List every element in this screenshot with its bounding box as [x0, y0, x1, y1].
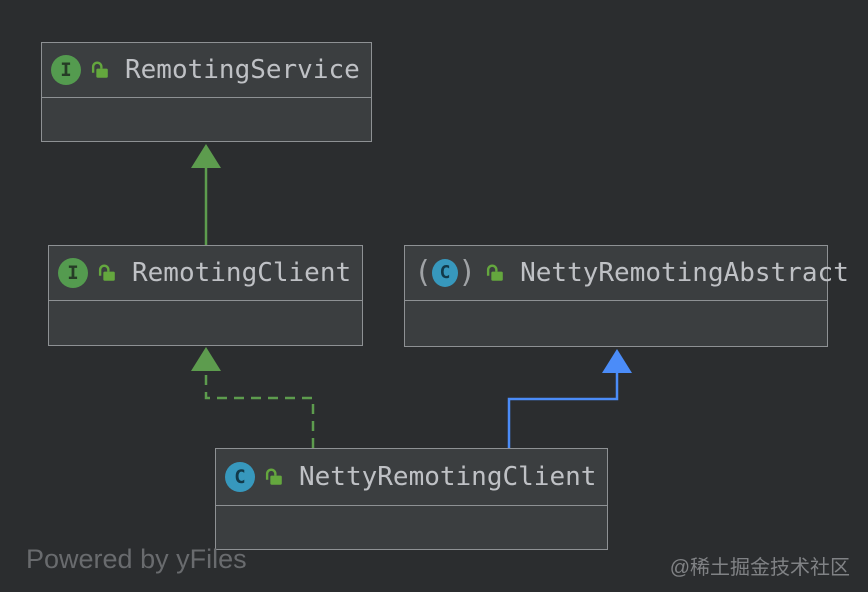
edge-extends-nettyremotingclient-to-nettyremotingabstract[interactable]: [507, 349, 632, 448]
interface-icon-letter: I: [67, 261, 79, 284]
inheritance-arrowhead: [191, 144, 221, 168]
abstract-paren-left: (: [414, 255, 433, 290]
abstract-paren-right: ): [458, 255, 477, 290]
node-title-bar: ( C ) NettyRemotingAbstract: [405, 246, 849, 301]
node-label: NettyRemotingAbstract: [520, 258, 849, 288]
powered-by-yfiles-label: Powered by yFiles: [26, 544, 247, 574]
juejin-watermark: @稀土掘金技术社区: [669, 557, 850, 579]
node-label: RemotingClient: [132, 258, 352, 288]
node-title-bar: C NettyRemotingClient: [216, 449, 607, 506]
edge-line-dashed: [204, 372, 315, 448]
interface-icon: I: [58, 258, 88, 288]
interface-icon: I: [51, 55, 81, 85]
class-icon: C: [225, 462, 255, 492]
inheritance-arrowhead: [602, 349, 632, 373]
class-node-remotingclient[interactable]: I RemotingClient: [48, 245, 363, 346]
class-node-nettyremotingclient[interactable]: C NettyRemotingClient: [215, 448, 608, 550]
node-label: RemotingService: [125, 55, 360, 85]
edge-extends-remotingclient-to-remotingservice[interactable]: [191, 144, 221, 245]
unlocked-icon: [96, 262, 118, 284]
class-icon-letter: C: [234, 465, 246, 488]
unlocked-icon: [89, 59, 111, 81]
edge-implements-nettyremotingclient-to-remotingclient[interactable]: [191, 347, 315, 448]
class-node-remotingservice[interactable]: I RemotingService: [41, 42, 372, 142]
node-label: NettyRemotingClient: [299, 462, 597, 492]
interface-icon-letter: I: [60, 58, 72, 81]
node-title-bar: I RemotingClient: [49, 246, 362, 301]
abstract-class-icon: ( C ): [414, 258, 476, 288]
unlocked-icon: [263, 466, 285, 488]
class-node-nettyremotingabstract[interactable]: ( C ) NettyRemotingAbstract: [404, 245, 849, 347]
unlocked-icon: [484, 262, 506, 284]
class-icon-letter: C: [439, 262, 451, 283]
node-title-bar: I RemotingService: [42, 43, 371, 98]
inheritance-arrowhead: [191, 347, 221, 371]
edge-line: [507, 373, 619, 448]
class-icon: C: [432, 259, 459, 287]
